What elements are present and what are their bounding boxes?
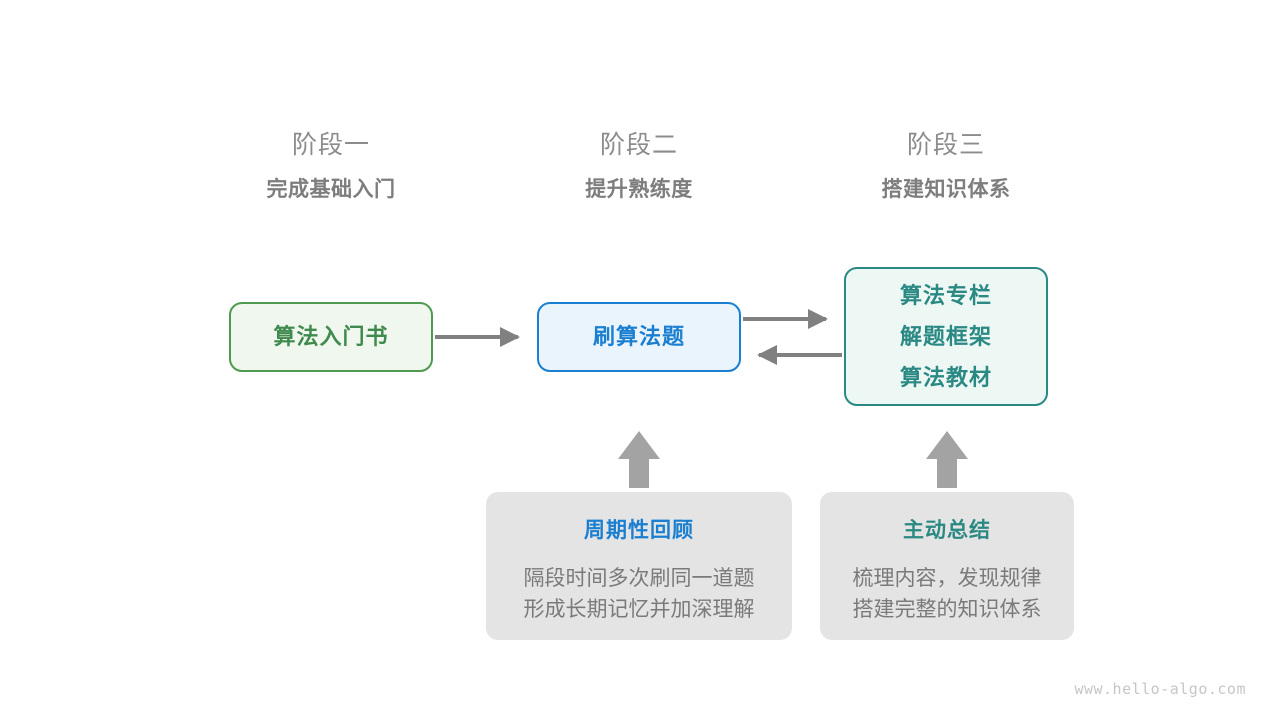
stage-3-name: 阶段三 [906,131,985,159]
node-knowledge-line-3: 算法教材 [899,365,992,390]
card-periodic-review-body: 隔段时间多次刷同一道题 形成长期记忆并加深理解 [524,563,755,625]
card-active-summary-body: 梳理内容，发现规律 搭建完整的知识体系 [853,563,1042,625]
arrow-summary-to-knowledge [926,431,968,488]
card-active-summary-title: 主动总结 [903,519,991,542]
node-intro-book-label: 算法入门书 [273,324,389,349]
card-active-summary[interactable]: 主动总结 梳理内容，发现规律 搭建完整的知识体系 [820,492,1074,640]
node-knowledge[interactable]: 算法专栏 解题框架 算法教材 [844,267,1048,406]
stage-1-name: 阶段一 [291,131,370,159]
stage-header-3: 阶段三 搭建知识体系 [816,128,1076,205]
stage-1-goal: 完成基础入门 [266,178,396,201]
card-periodic-review-body-line-2: 形成长期记忆并加深理解 [523,598,755,621]
node-intro-book[interactable]: 算法入门书 [229,302,433,372]
node-practice[interactable]: 刷算法题 [537,302,741,372]
node-knowledge-line-2: 解题框架 [899,324,992,349]
stage-2-name: 阶段二 [599,131,678,159]
node-practice-label: 刷算法题 [592,324,685,349]
stage-3-goal: 搭建知识体系 [881,178,1011,201]
card-periodic-review[interactable]: 周期性回顾 隔段时间多次刷同一道题 形成长期记忆并加深理解 [486,492,792,640]
card-periodic-review-body-line-1: 隔段时间多次刷同一道题 [523,567,755,590]
stage-2-goal: 提升熟练度 [585,178,693,201]
card-periodic-review-title: 周期性回顾 [584,519,694,542]
watermark: www.hello-algo.com [1074,680,1246,698]
stage-header-2: 阶段二 提升熟练度 [509,128,769,205]
stage-header-1: 阶段一 完成基础入门 [201,128,461,205]
card-active-summary-body-line-2: 搭建完整的知识体系 [852,598,1042,621]
card-active-summary-body-line-1: 梳理内容，发现规律 [852,567,1042,590]
node-knowledge-line-1: 算法专栏 [899,283,992,308]
arrow-review-to-practice [618,431,660,488]
